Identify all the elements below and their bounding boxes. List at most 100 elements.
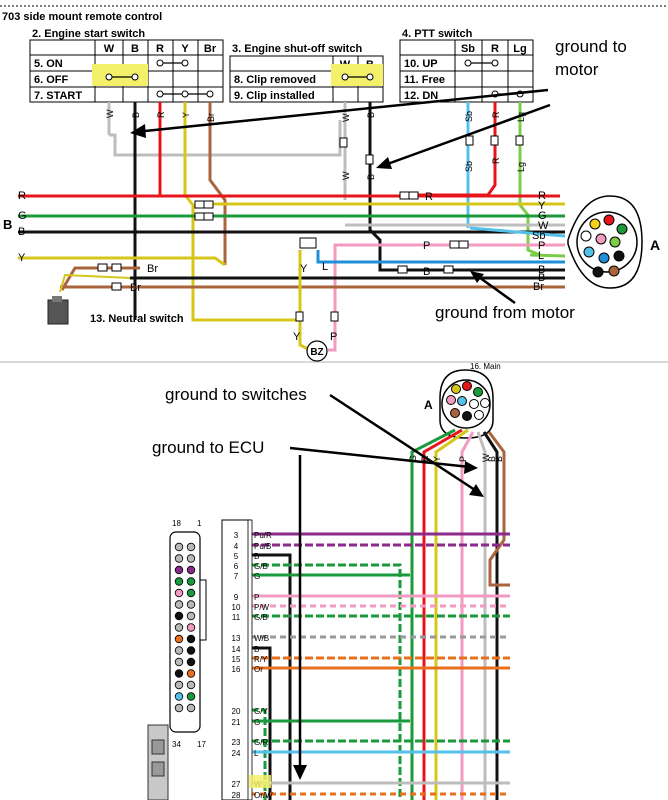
shutoff-row-clip-installed: 9. Clip installed: [234, 90, 315, 102]
ecu-pin-dot: [174, 577, 184, 586]
start-wire-r: R: [156, 111, 166, 118]
start-col-w: W: [104, 43, 115, 55]
inline-connectors: [97, 135, 524, 322]
ecu-pin-wire-label: Pu/R: [254, 531, 272, 540]
right-wire-sb: Sb: [532, 230, 545, 242]
start-col-br: Br: [204, 43, 217, 55]
shutoff-wire-b: B: [366, 112, 376, 118]
ptt-col-r: R: [491, 43, 499, 55]
ecu-pin-number: 4: [234, 542, 239, 551]
annotation-arrowheads-upper: [130, 124, 484, 283]
ecu-pin-number: 24: [232, 749, 241, 758]
ecu-pin-dot: [186, 565, 196, 575]
buzzer-label: BZ: [310, 347, 323, 358]
mid-wire-sb: Sb: [464, 161, 474, 172]
ecu-pin-34: 34: [172, 740, 181, 749]
ecu-pin-dot: [186, 680, 196, 690]
start-wire-y: Y: [181, 112, 191, 118]
ecu-pin-wire-label: G: [254, 572, 260, 581]
ecu-pin-wire-label: G/Y: [254, 707, 268, 716]
right-wire-l: L: [538, 250, 544, 262]
start-col-y: Y: [181, 43, 189, 55]
annotation-ground-to-switches: ground to switches: [165, 385, 307, 404]
mid-label-p: P: [423, 240, 430, 252]
ecu-pin-number: 23: [232, 738, 241, 747]
ecu-pin-number: 7: [234, 572, 239, 581]
ecu-pin-dot: [174, 692, 184, 701]
ecu-pin-dot: [174, 611, 184, 621]
ecu-pin-dot: [186, 600, 196, 609]
lower-wire-y: Y: [432, 456, 442, 462]
ptt-row-dn: 12. DN: [404, 90, 438, 102]
start-wire-br: Br: [206, 113, 216, 122]
ecu-pin-wire-label: P: [254, 593, 259, 602]
start-row-off: 6. OFF: [34, 74, 69, 86]
right-wire-br: Br: [533, 281, 544, 293]
mid-label-br2: Br: [130, 282, 141, 294]
connector-a-bottom-label: A: [424, 398, 433, 412]
ecu-pin-wire-label: G/B: [254, 613, 268, 622]
ecu-pin-dot: [186, 657, 196, 667]
mid-label-p2: P: [330, 331, 337, 343]
left-wire-r: R: [18, 190, 26, 202]
engine-start-switch-table: 2. Engine start switch W B R Y Br 5. ON …: [29, 28, 224, 103]
shutoff-wire-w: W: [341, 113, 351, 122]
start-row-start: 7. START: [34, 90, 82, 102]
ecu-pin-dot: [186, 703, 196, 713]
ptt-col-lg: Lg: [513, 43, 526, 55]
ecu-pin-dot: [174, 669, 184, 678]
ecu-pin-number: 16: [232, 665, 241, 674]
start-wire-w: W: [105, 109, 115, 118]
ecu-pin-dots: [174, 542, 196, 713]
ecu-pin-dot: [186, 588, 196, 598]
start-wire-labels: W B R Y Br W B Sb R Lg W B Sb R Lg: [105, 109, 526, 180]
left-wire-b: B: [18, 226, 25, 238]
ecu-pin-number: 11: [232, 613, 241, 622]
ptt-wire-r: R: [491, 111, 501, 118]
main-harness-header: 16. Main: [470, 362, 501, 371]
ecu-pin-number: 9: [234, 593, 239, 602]
mid-wire-r: R: [491, 157, 501, 164]
lower-wire-g: G: [408, 455, 418, 462]
ecu-pin-dot: [186, 577, 196, 586]
annotation-arrowheads-lower: [293, 461, 484, 780]
ecu-pin-number: 6: [234, 562, 239, 571]
ecu-pin-dot: [186, 669, 196, 678]
ecu-pin-dot: [174, 554, 184, 563]
ecu-pin-wire-label: G: [254, 718, 260, 727]
connector-a-top-label: A: [650, 237, 660, 253]
mid-label-l: L: [322, 261, 328, 273]
right-wire-b1: B: [538, 264, 545, 276]
ecu-pin-dot: [174, 542, 184, 552]
mid-wire-b: B: [366, 174, 376, 180]
ptt-wire-lg: Lg: [516, 112, 526, 122]
ptt-wire-sb: Sb: [464, 111, 474, 122]
ptt-switch-title: 4. PTT switch: [402, 28, 473, 40]
ecu-pin-number: 15: [232, 655, 241, 664]
ecu-pin-1: 1: [197, 519, 202, 528]
ecu-pin-dot: [186, 646, 196, 655]
ecu-pin-dot: [186, 623, 196, 632]
ecu-pin-dot: [186, 542, 196, 552]
ecu-pin-wire-label: W/B: [254, 634, 269, 643]
right-wire-g: G: [538, 210, 547, 222]
ecu-pin-wire-label: R/Y: [254, 655, 268, 664]
ecu-pin-dot: [174, 634, 184, 644]
main-connector-a-bottom: A: [424, 369, 494, 439]
ecu-pin-number: 14: [232, 645, 241, 654]
ecu-pin-dot: [186, 554, 196, 563]
ptt-switch-table: 4. PTT switch Sb R Lg 10. UP 11. Free 12…: [399, 28, 534, 103]
ecu-pin-18: 18: [172, 519, 181, 528]
left-wire-g: G: [18, 210, 27, 222]
right-wire-b2: B: [538, 272, 545, 284]
start-wire-b: B: [131, 112, 141, 118]
ecu-connector: 18 1 34 17: [169, 519, 207, 749]
annotation-arrows-lower: [289, 393, 479, 772]
ecu-pin-dot: [174, 703, 184, 713]
ptt-row-up: 10. UP: [404, 58, 438, 70]
mid-label-r: R: [425, 191, 433, 203]
mid-label-b: B: [423, 266, 430, 278]
start-switch-title: 2. Engine start switch: [32, 28, 145, 40]
